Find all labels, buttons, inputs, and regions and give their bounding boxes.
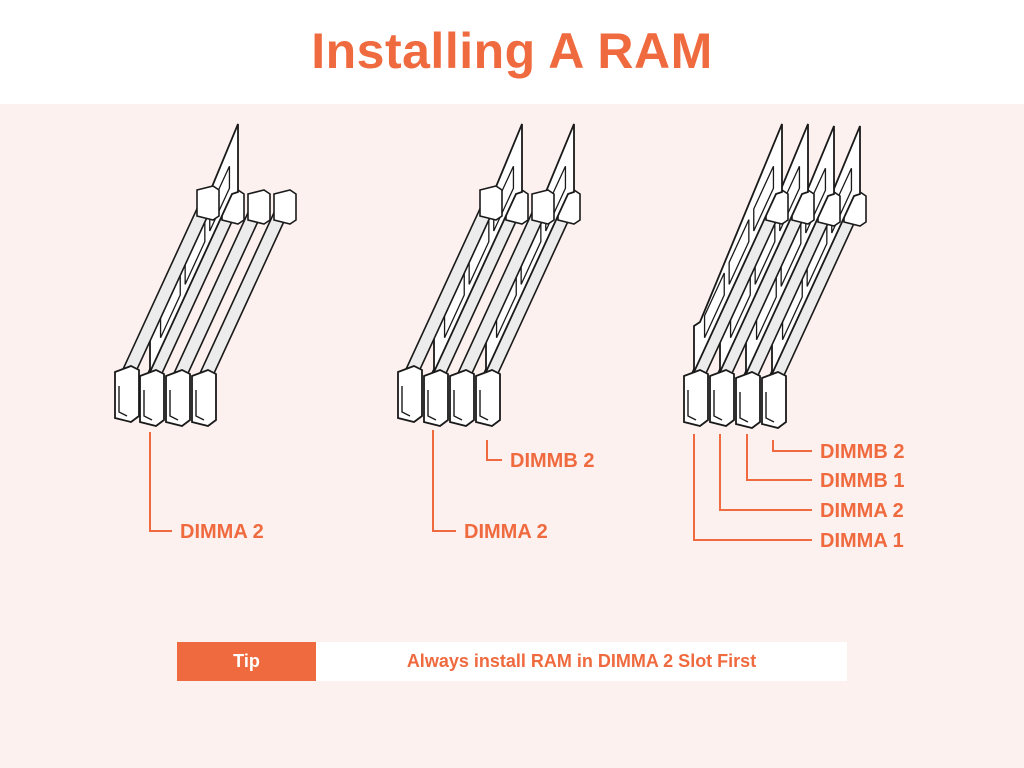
dimm-slot-label: DIMMB 2: [820, 441, 904, 463]
slot-front-latch: [191, 369, 217, 427]
ram-chip: [703, 272, 725, 339]
slot-latch-detail: [739, 392, 749, 423]
callout-line: [693, 434, 812, 541]
callout-line: [746, 434, 812, 481]
callout-line: [486, 440, 502, 461]
ram-chip: [728, 219, 750, 285]
slot-latch-detail: [195, 390, 205, 421]
dimm-slot-label: DIMMB 1: [820, 470, 904, 492]
dimm-slot-label: DIMMA 1: [820, 530, 904, 552]
slot-latch-detail: [427, 390, 437, 421]
slot-latch-detail: [479, 390, 489, 421]
slot-back-latch: [247, 189, 271, 225]
slot-latch-detail: [713, 390, 723, 421]
slot-back-latch: [196, 185, 220, 221]
tip-label: Tip: [177, 642, 316, 681]
ram-slot-stack-1: [114, 123, 297, 427]
slot-front-latch: [709, 369, 735, 427]
callout-line: [719, 434, 812, 511]
callout-line: [772, 440, 812, 452]
slot-back-latch: [273, 189, 297, 225]
slot-latch-detail: [401, 386, 411, 417]
slot-front-latch: [139, 369, 165, 427]
slot-latch-detail: [687, 390, 697, 421]
dimm-slot-label: DIMMA 2: [180, 521, 264, 543]
ram-slot-stack-2: [397, 123, 581, 427]
tip-bar: Tip Always install RAM in DIMMA 2 Slot F…: [177, 642, 847, 681]
slot-latch-detail: [169, 390, 179, 421]
slot-front-latch: [475, 369, 501, 427]
slot-back-latch: [531, 189, 555, 225]
slot-front-latch: [397, 365, 423, 423]
slot-front-latch: [449, 369, 475, 427]
slot-latch-detail: [118, 386, 128, 417]
dimm-slot-label: DIMMA 2: [464, 521, 548, 543]
slot-latch-detail: [453, 390, 463, 421]
slot-latch-detail: [143, 390, 153, 421]
callout-line: [432, 430, 456, 532]
ram-slot-stack-3: [683, 123, 867, 429]
slot-front-latch: [683, 369, 709, 427]
page-title: Installing A RAM: [311, 23, 713, 79]
dimm-slot-label: DIMMA 2: [820, 500, 904, 522]
slot-latch-detail: [765, 392, 775, 423]
title-band: Installing A RAM: [0, 0, 1024, 104]
slot-front-latch: [761, 371, 787, 429]
dimm-slot-label: DIMMB 2: [510, 450, 594, 472]
slot-front-latch: [423, 369, 449, 427]
callout-line: [149, 432, 172, 532]
slot-front-latch: [165, 369, 191, 427]
slot-back-latch: [479, 185, 503, 221]
tip-text: Always install RAM in DIMMA 2 Slot First: [406, 651, 757, 671]
slot-front-latch: [114, 365, 140, 423]
ram-chip: [753, 165, 775, 232]
slot-front-latch: [735, 371, 761, 429]
ram-module: [693, 123, 783, 373]
